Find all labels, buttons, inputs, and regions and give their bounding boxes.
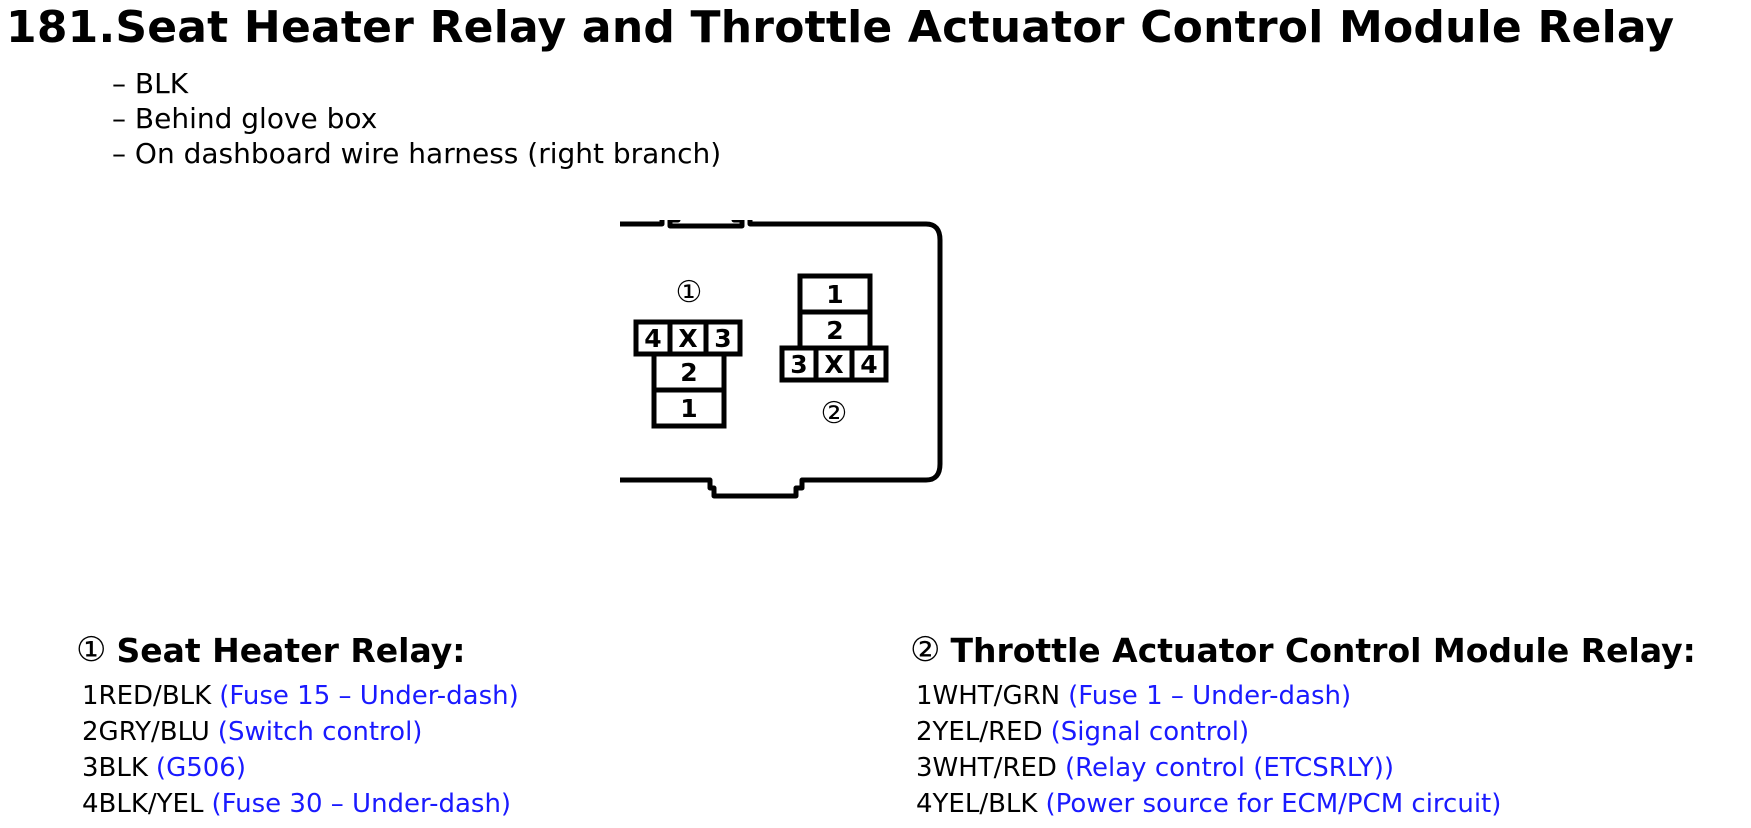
conn1-pin2-label: 2 [680, 358, 697, 387]
pin-wire: 3BLK [82, 753, 148, 783]
legend2-number: ② [910, 630, 941, 670]
pin-row: 2YEL/RED(Signal control) [916, 714, 1696, 750]
legend2-title: Throttle Actuator Control Module Relay: [950, 630, 1696, 670]
conn2-pin2-label: 2 [826, 316, 843, 345]
pin-row: 1RED/BLK(Fuse 15 – Under-dash) [82, 678, 519, 714]
conn2-pin1-label: 1 [826, 280, 843, 309]
legend-seat-heater-relay: ① Seat Heater Relay: 1RED/BLK(Fuse 15 – … [76, 628, 519, 822]
pin-row: 4YEL/BLK(Power source for ECM/PCM circui… [916, 786, 1696, 822]
pin-desc: (Relay control (ETCSRLY)) [1064, 753, 1395, 783]
conn2-marker: ② [821, 396, 848, 431]
pin-desc: (Fuse 15 – Under-dash) [219, 681, 519, 711]
pin-row: 4BLK/YEL(Fuse 30 – Under-dash) [82, 786, 519, 822]
legend1-title: Seat Heater Relay: [116, 630, 466, 670]
info-harness: – On dashboard wire harness (right branc… [112, 137, 722, 170]
connector-info-list: – BLK – Behind glove box – On dashboard … [112, 66, 721, 171]
conn1-marker: ① [676, 275, 703, 310]
conn2-x-label: X [824, 350, 843, 379]
pin-row: 3WHT/RED(Relay control (ETCSRLY)) [916, 750, 1696, 786]
pin-desc: (Power source for ECM/PCM circuit) [1045, 789, 1502, 819]
conn1-pin4-label: 4 [644, 324, 661, 353]
conn2-pin4-label: 4 [860, 350, 877, 379]
page-title: 181.Seat Heater Relay and Throttle Actua… [6, 2, 1675, 53]
pin-wire: 2GRY/BLU [82, 717, 210, 747]
pin-desc: (Fuse 30 – Under-dash) [211, 789, 512, 819]
legend1-number: ① [76, 630, 107, 670]
info-color: – BLK [112, 67, 189, 100]
conn2-pin3-label: 3 [790, 350, 807, 379]
conn1-cell-bottom [651, 387, 727, 429]
pin-desc: (G506) [155, 753, 246, 783]
pin-wire: 1RED/BLK [82, 681, 212, 711]
pin-desc: (Switch control) [217, 717, 423, 747]
pin-wire: 1WHT/GRN [916, 681, 1061, 711]
pin-desc: (Signal control) [1050, 717, 1250, 747]
connector-face-diagram: ① 4 X 3 2 1 1 2 3 X 4 ② [620, 220, 943, 499]
pin-wire: 4YEL/BLK [916, 789, 1038, 819]
connector-housing [620, 220, 943, 499]
info-location: – Behind glove box [112, 102, 378, 135]
pin-row: 2GRY/BLU(Switch control) [82, 714, 519, 750]
pin-wire: 2YEL/RED [916, 717, 1043, 747]
conn1-x-label: X [678, 324, 697, 353]
pin-row: 1WHT/GRN(Fuse 1 – Under-dash) [916, 678, 1696, 714]
conn1-pin1-label: 1 [680, 394, 697, 423]
pin-wire: 3WHT/RED [916, 753, 1057, 783]
legend-throttle-actuator-relay: ② Throttle Actuator Control Module Relay… [910, 628, 1696, 822]
pin-wire: 4BLK/YEL [82, 789, 204, 819]
pin-row: 3BLK(G506) [82, 750, 519, 786]
conn2-cell-bottom-right [849, 345, 889, 383]
pin-desc: (Fuse 1 – Under-dash) [1068, 681, 1352, 711]
conn1-pin3-label: 3 [714, 324, 731, 353]
